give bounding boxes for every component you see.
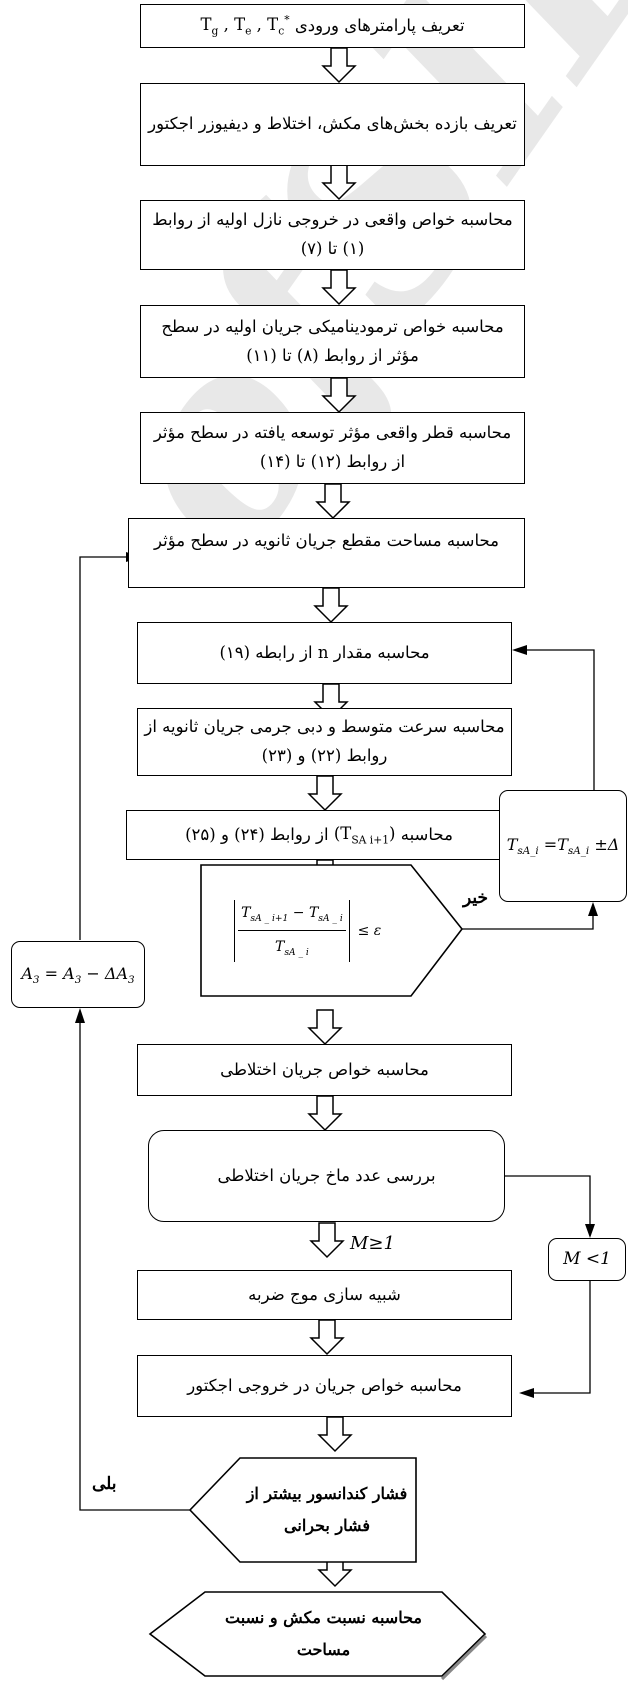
pressure-decision-shape bbox=[188, 1457, 417, 1563]
no-label: خیر bbox=[463, 888, 489, 908]
step-effective-diameter: محاسبه قطر واقعی مؤثر توسعه یافته در سطح… bbox=[140, 412, 525, 484]
pressure-decision-text: فشار کندانسور بیشتر از فشار بحرانی bbox=[238, 1462, 416, 1558]
final-output-shape bbox=[148, 1591, 487, 1677]
step-input-parameters-label: تعریف پارامترهای ورودی bbox=[294, 15, 465, 35]
step-secondary-area-label: محاسبه مساحت مقطع جریان ثانویه در سطح مؤ… bbox=[154, 531, 499, 550]
step-compute-tsa: محاسبه (TSA i+1) از روابط (۲۴) و (۲۵) bbox=[126, 810, 512, 860]
down-arrow-6 bbox=[314, 587, 348, 623]
tsa-next-symbol: (TSA i+1) bbox=[333, 823, 396, 847]
update-a3-box: A3 = A3 − ΔA3 bbox=[11, 941, 145, 1008]
connector-mach-lt-return bbox=[532, 1281, 591, 1394]
down-arrow-3 bbox=[322, 269, 356, 305]
step-secondary-velocity: محاسبه سرعت متوسط و دبی جرمی جریان ثانوی… bbox=[137, 708, 512, 776]
mach-lt-box: M <1 bbox=[548, 1238, 626, 1281]
down-arrow-5 bbox=[316, 483, 350, 519]
step-compute-n-prefix: محاسبه مقدار bbox=[333, 642, 430, 662]
step-nozzle-exit-label: محاسبه خواص واقعی در خروجی نازل اولیه از… bbox=[152, 210, 513, 258]
connector-mach-lt bbox=[505, 1175, 591, 1226]
final-output-text: محاسبه نسبت مکش و نسبت مساحت bbox=[205, 1594, 442, 1674]
down-arrow-11 bbox=[308, 1095, 342, 1131]
convergence-formula: TsA _ i+1 − TsA _ i TsA _ i ≤ ε bbox=[201, 868, 411, 993]
step-shock-simulation-label: شبیه سازی موج ضربه bbox=[248, 1284, 401, 1304]
down-arrow-2 bbox=[322, 164, 356, 200]
step-mixing-properties: محاسبه خواص جریان اختلاطی bbox=[137, 1044, 512, 1096]
connector-yes bbox=[79, 1020, 190, 1511]
pressure-decision-label: فشار کندانسور بیشتر از فشار بحرانی bbox=[246, 1484, 408, 1535]
down-arrow-8 bbox=[308, 775, 342, 811]
step-exit-properties: محاسبه خواص جریان در خروجی اجکتور bbox=[137, 1355, 512, 1417]
connector-update-loop bbox=[525, 649, 595, 790]
step-compute-n-suffix: از رابطه (۱۹) bbox=[219, 642, 313, 662]
step-input-parameters: تعریف پارامترهای ورودی Tg , Te , Tc* bbox=[140, 4, 525, 48]
step-secondary-velocity-label: محاسبه سرعت متوسط و دبی جرمی جریان ثانوی… bbox=[144, 717, 505, 765]
down-arrow-13 bbox=[310, 1319, 344, 1355]
step-shock-simulation: شبیه سازی موج ضربه bbox=[137, 1270, 512, 1320]
down-arrow-10 bbox=[308, 1009, 342, 1045]
step-nozzle-exit: محاسبه خواص واقعی در خروجی نازل اولیه از… bbox=[140, 200, 525, 270]
step-mach-check: بررسی عدد ماخ جریان اختلاطی bbox=[148, 1130, 505, 1222]
yes-label: بلی bbox=[92, 1474, 117, 1494]
input-variables: Tg , Te , Tc* bbox=[200, 13, 290, 38]
down-arrow-12 bbox=[310, 1222, 344, 1258]
variable-n: n bbox=[317, 642, 329, 662]
step-compute-tsa-prefix: محاسبه bbox=[400, 824, 453, 844]
down-arrow-4 bbox=[322, 377, 356, 413]
step-efficiencies: تعریف بازده بخش‌های مکش، اختلاط و دیفیوز… bbox=[140, 83, 525, 166]
step-mach-check-label: بررسی عدد ماخ جریان اختلاطی bbox=[217, 1165, 436, 1185]
step-efficiencies-label: تعریف بازده بخش‌های مکش، اختلاط و دیفیوز… bbox=[148, 114, 517, 134]
connector-no bbox=[462, 914, 594, 930]
step-primary-flow-effective: محاسبه خواص ترمودینامیکی جریان اولیه در … bbox=[140, 305, 525, 378]
step-exit-properties-label: محاسبه خواص جریان در خروجی اجکتور bbox=[187, 1375, 462, 1395]
mach-ge-label: M≥1 bbox=[350, 1233, 395, 1254]
step-secondary-area: محاسبه مساحت مقطع جریان ثانویه در سطح مؤ… bbox=[128, 518, 525, 588]
step-primary-flow-effective-label: محاسبه خواص ترمودینامیکی جریان اولیه در … bbox=[161, 316, 504, 365]
step-compute-tsa-suffix: از روابط (۲۴) و (۲۵) bbox=[185, 824, 329, 844]
step-compute-n: محاسبه مقدار n از رابطه (۱۹) bbox=[137, 622, 512, 684]
step-effective-diameter-label: محاسبه قطر واقعی مؤثر توسعه یافته در سطح… bbox=[153, 423, 512, 471]
down-arrow-1 bbox=[322, 47, 356, 83]
step-mixing-properties-label: محاسبه خواص جریان اختلاطی bbox=[220, 1059, 429, 1079]
final-output-label: محاسبه نسبت مکش و نسبت مساحت bbox=[225, 1608, 422, 1659]
update-tsa-box: TsA_i =TsA_i ±Δ bbox=[499, 790, 627, 902]
connector-a3-return bbox=[79, 556, 128, 940]
down-arrow-14 bbox=[318, 1416, 352, 1452]
